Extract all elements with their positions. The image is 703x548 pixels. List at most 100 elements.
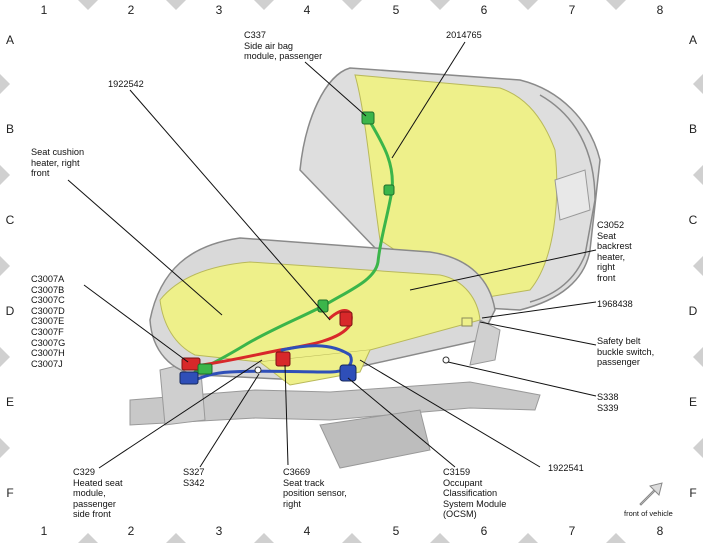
front-of-vehicle-arrow-icon <box>639 482 663 506</box>
grid-row-left-A: A <box>5 33 14 47</box>
label-line: Heated seat <box>73 477 123 488</box>
label-1922542: 1922542 <box>108 79 144 90</box>
label-line: backrest <box>597 241 632 252</box>
leader-line <box>409 249 597 291</box>
grid-column-top-6: 6 <box>480 3 488 17</box>
border-diamond <box>430 533 450 548</box>
grid-row-right-A: A <box>688 33 697 47</box>
leader-line <box>98 359 263 469</box>
grid-row-right-F: F <box>689 486 697 500</box>
border-diamond <box>0 347 10 367</box>
label-line: C3007E <box>31 316 65 327</box>
border-diamond <box>693 256 703 276</box>
grid-row-left-F: F <box>6 486 14 500</box>
leader-line <box>447 361 597 397</box>
leader-line <box>391 41 466 159</box>
leader-line <box>359 359 541 468</box>
label-line: C337 <box>244 30 266 40</box>
grid-row-right-C: C <box>688 213 698 227</box>
label-1968438: 1968438 <box>597 299 633 310</box>
border-diamond <box>0 165 10 185</box>
label-line: C3007H <box>31 348 65 359</box>
leader-line <box>284 364 289 466</box>
border-diamond <box>78 533 98 548</box>
grid-column-top-8: 8 <box>656 3 664 17</box>
label-line: Safety belt <box>597 336 641 346</box>
label-line: 1922541 <box>548 463 584 473</box>
label-line: C3007C <box>31 295 65 306</box>
grid-column-top-3: 3 <box>215 3 223 17</box>
border-diamond <box>78 0 98 10</box>
label-line: S327 <box>183 467 205 477</box>
label-line: Classification <box>443 488 498 499</box>
grid-column-bottom-4: 4 <box>303 524 311 538</box>
label-line: right <box>283 498 301 509</box>
label-line: C329 <box>73 467 95 477</box>
label-line: C3052 <box>597 220 625 230</box>
leader-line <box>129 89 331 321</box>
grid-column-bottom-2: 2 <box>127 524 135 538</box>
label-line: C3669 <box>283 467 311 477</box>
grid-column-top-5: 5 <box>392 3 400 17</box>
label-line: front <box>597 272 616 283</box>
border-diamond <box>606 533 626 548</box>
border-diamond <box>0 438 10 458</box>
label-line: Occupant <box>443 477 483 488</box>
label-line: S339 <box>597 402 619 413</box>
border-diamond <box>166 0 186 10</box>
border-diamond <box>693 438 703 458</box>
border-diamond <box>0 256 10 276</box>
label-line: Seat cushion <box>31 147 85 157</box>
connectors <box>179 111 473 385</box>
border-diamond <box>693 165 703 185</box>
label-line: 2014765 <box>446 30 482 40</box>
leader-lines <box>67 41 597 469</box>
label-line: heater, <box>597 251 626 262</box>
leader-line <box>479 321 597 346</box>
label-line: System Module <box>443 498 507 509</box>
label-line: passenger <box>597 357 640 368</box>
grid-column-top-1: 1 <box>40 3 48 17</box>
label-1922541: 1922541 <box>548 463 584 474</box>
grid-row-left-E: E <box>5 395 14 409</box>
label-line: C3007B <box>31 284 65 295</box>
grid-row-left-D: D <box>5 304 15 318</box>
border-diamond <box>518 533 538 548</box>
leader-line <box>304 61 367 117</box>
label-line: 1968438 <box>597 299 633 309</box>
grid-row-left-C: C <box>5 213 15 227</box>
grid-row-right-D: D <box>688 304 698 318</box>
label-line: S342 <box>183 477 205 488</box>
label-line: module, passenger <box>244 51 323 62</box>
label-line: heater, right <box>31 157 80 168</box>
label-line: C3007D <box>31 305 65 316</box>
border-diamond <box>693 347 703 367</box>
label-line: front <box>31 168 50 179</box>
grid-column-bottom-5: 5 <box>392 524 400 538</box>
label-line: S338 <box>597 392 619 402</box>
label-line: C3159 <box>443 467 471 477</box>
grid-column-top-7: 7 <box>568 3 576 17</box>
label-line: module, <box>73 488 106 499</box>
border-diamond <box>166 533 186 548</box>
leader-line <box>347 377 456 468</box>
grid-column-bottom-1: 1 <box>40 524 48 538</box>
label-line: side front <box>73 509 111 520</box>
label-line: C3007A <box>31 274 65 284</box>
label-line: 1922542 <box>108 79 144 89</box>
leader-line <box>199 373 260 468</box>
grid-column-bottom-6: 6 <box>480 524 488 538</box>
label-line: Seat track <box>283 477 325 488</box>
seat-track-rails <box>129 359 541 469</box>
label-line: buckle switch, <box>597 346 655 357</box>
grid-column-top-2: 2 <box>127 3 135 17</box>
